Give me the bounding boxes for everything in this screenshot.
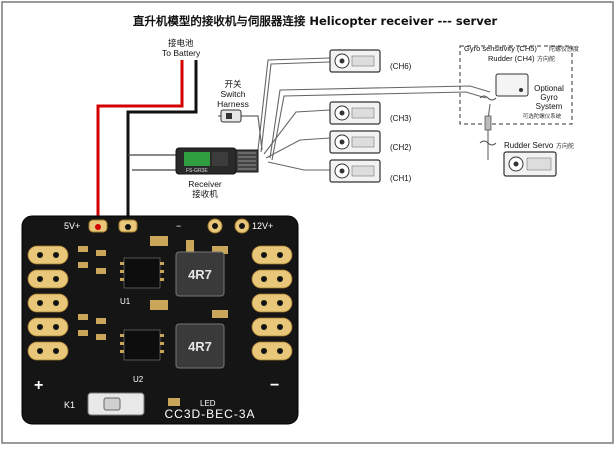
switch-label-k1: K1 bbox=[64, 400, 75, 410]
servo-ch1 bbox=[329, 159, 381, 183]
channel-label-ch1: (CH1) bbox=[390, 174, 412, 183]
gyro-optional-1: Optional bbox=[534, 84, 564, 93]
receiver-unit: FS-GR3E bbox=[175, 147, 259, 175]
board-label-12v: 12V+ bbox=[252, 221, 273, 231]
gyro-sensitivity-label: Gyro sensitivity (CH5) bbox=[464, 44, 537, 53]
gyro-sensitivity-cn: 陀螺仪感度 bbox=[549, 45, 579, 53]
extension-connector bbox=[484, 115, 492, 131]
inductor-label-2: 4R7 bbox=[188, 339, 212, 354]
servo-ch3 bbox=[329, 101, 381, 125]
receiver-brand: FS-GR3E bbox=[186, 168, 208, 174]
gyro-unit bbox=[495, 73, 529, 97]
board-minus-sign: − bbox=[176, 221, 181, 231]
board-model-name: CC3D-BEC-3A bbox=[164, 407, 255, 421]
switch-label-en2: Harness bbox=[217, 99, 249, 109]
servo-ch6 bbox=[329, 49, 381, 73]
black-ground-wire bbox=[126, 60, 198, 228]
rudder-servo bbox=[503, 151, 557, 177]
rudder-servo-cn: 方向舵 bbox=[556, 142, 574, 150]
led-indicator bbox=[168, 398, 180, 406]
servo-leads bbox=[257, 57, 491, 171]
diagram-title: 直升机模型的接收机与伺服器连接 Helicopter receiver --- … bbox=[133, 14, 498, 28]
board-label-5v: 5V+ bbox=[64, 221, 80, 231]
bec-board bbox=[21, 215, 299, 425]
gyro-dashed-box bbox=[459, 45, 573, 125]
chip-label-u1: U1 bbox=[120, 297, 131, 306]
gyro-rudder-cn: 方向舵 bbox=[537, 55, 555, 63]
receiver-label-cn: 接收机 bbox=[192, 189, 218, 200]
gyro-rudder-label: Rudder (CH4) bbox=[488, 54, 535, 63]
gyro-optional-3: System bbox=[536, 102, 563, 111]
board-plus-sign: + bbox=[34, 377, 43, 394]
k1-slide-switch bbox=[87, 392, 145, 416]
battery-label-cn: 接电池 bbox=[168, 38, 194, 49]
switch-label-en1: Switch bbox=[220, 89, 245, 99]
board-minus-sign-bottom: − bbox=[270, 377, 279, 394]
gyro-optional-cn: 可选陀螺仪系统 bbox=[523, 112, 562, 120]
switch-harness bbox=[220, 109, 242, 123]
led-label: LED bbox=[200, 399, 216, 408]
lead-break-marks bbox=[479, 95, 497, 146]
receiver-label-en: Receiver bbox=[188, 179, 222, 189]
channel-label-ch6: (CH6) bbox=[390, 62, 412, 71]
red-power-wire bbox=[96, 60, 184, 228]
gyro-optional-2: Gyro bbox=[540, 93, 558, 102]
channel-label-ch3: (CH3) bbox=[390, 114, 412, 123]
channel-label-ch2: (CH2) bbox=[390, 143, 412, 152]
inductor-label-1: 4R7 bbox=[188, 267, 212, 282]
battery-label-en: To Battery bbox=[162, 48, 201, 58]
rudder-servo-label: Rudder Servo bbox=[504, 141, 554, 150]
switch-label-cn: 开关 bbox=[224, 79, 242, 90]
servo-ch2 bbox=[329, 130, 381, 154]
chip-label-u2: U2 bbox=[133, 375, 144, 384]
